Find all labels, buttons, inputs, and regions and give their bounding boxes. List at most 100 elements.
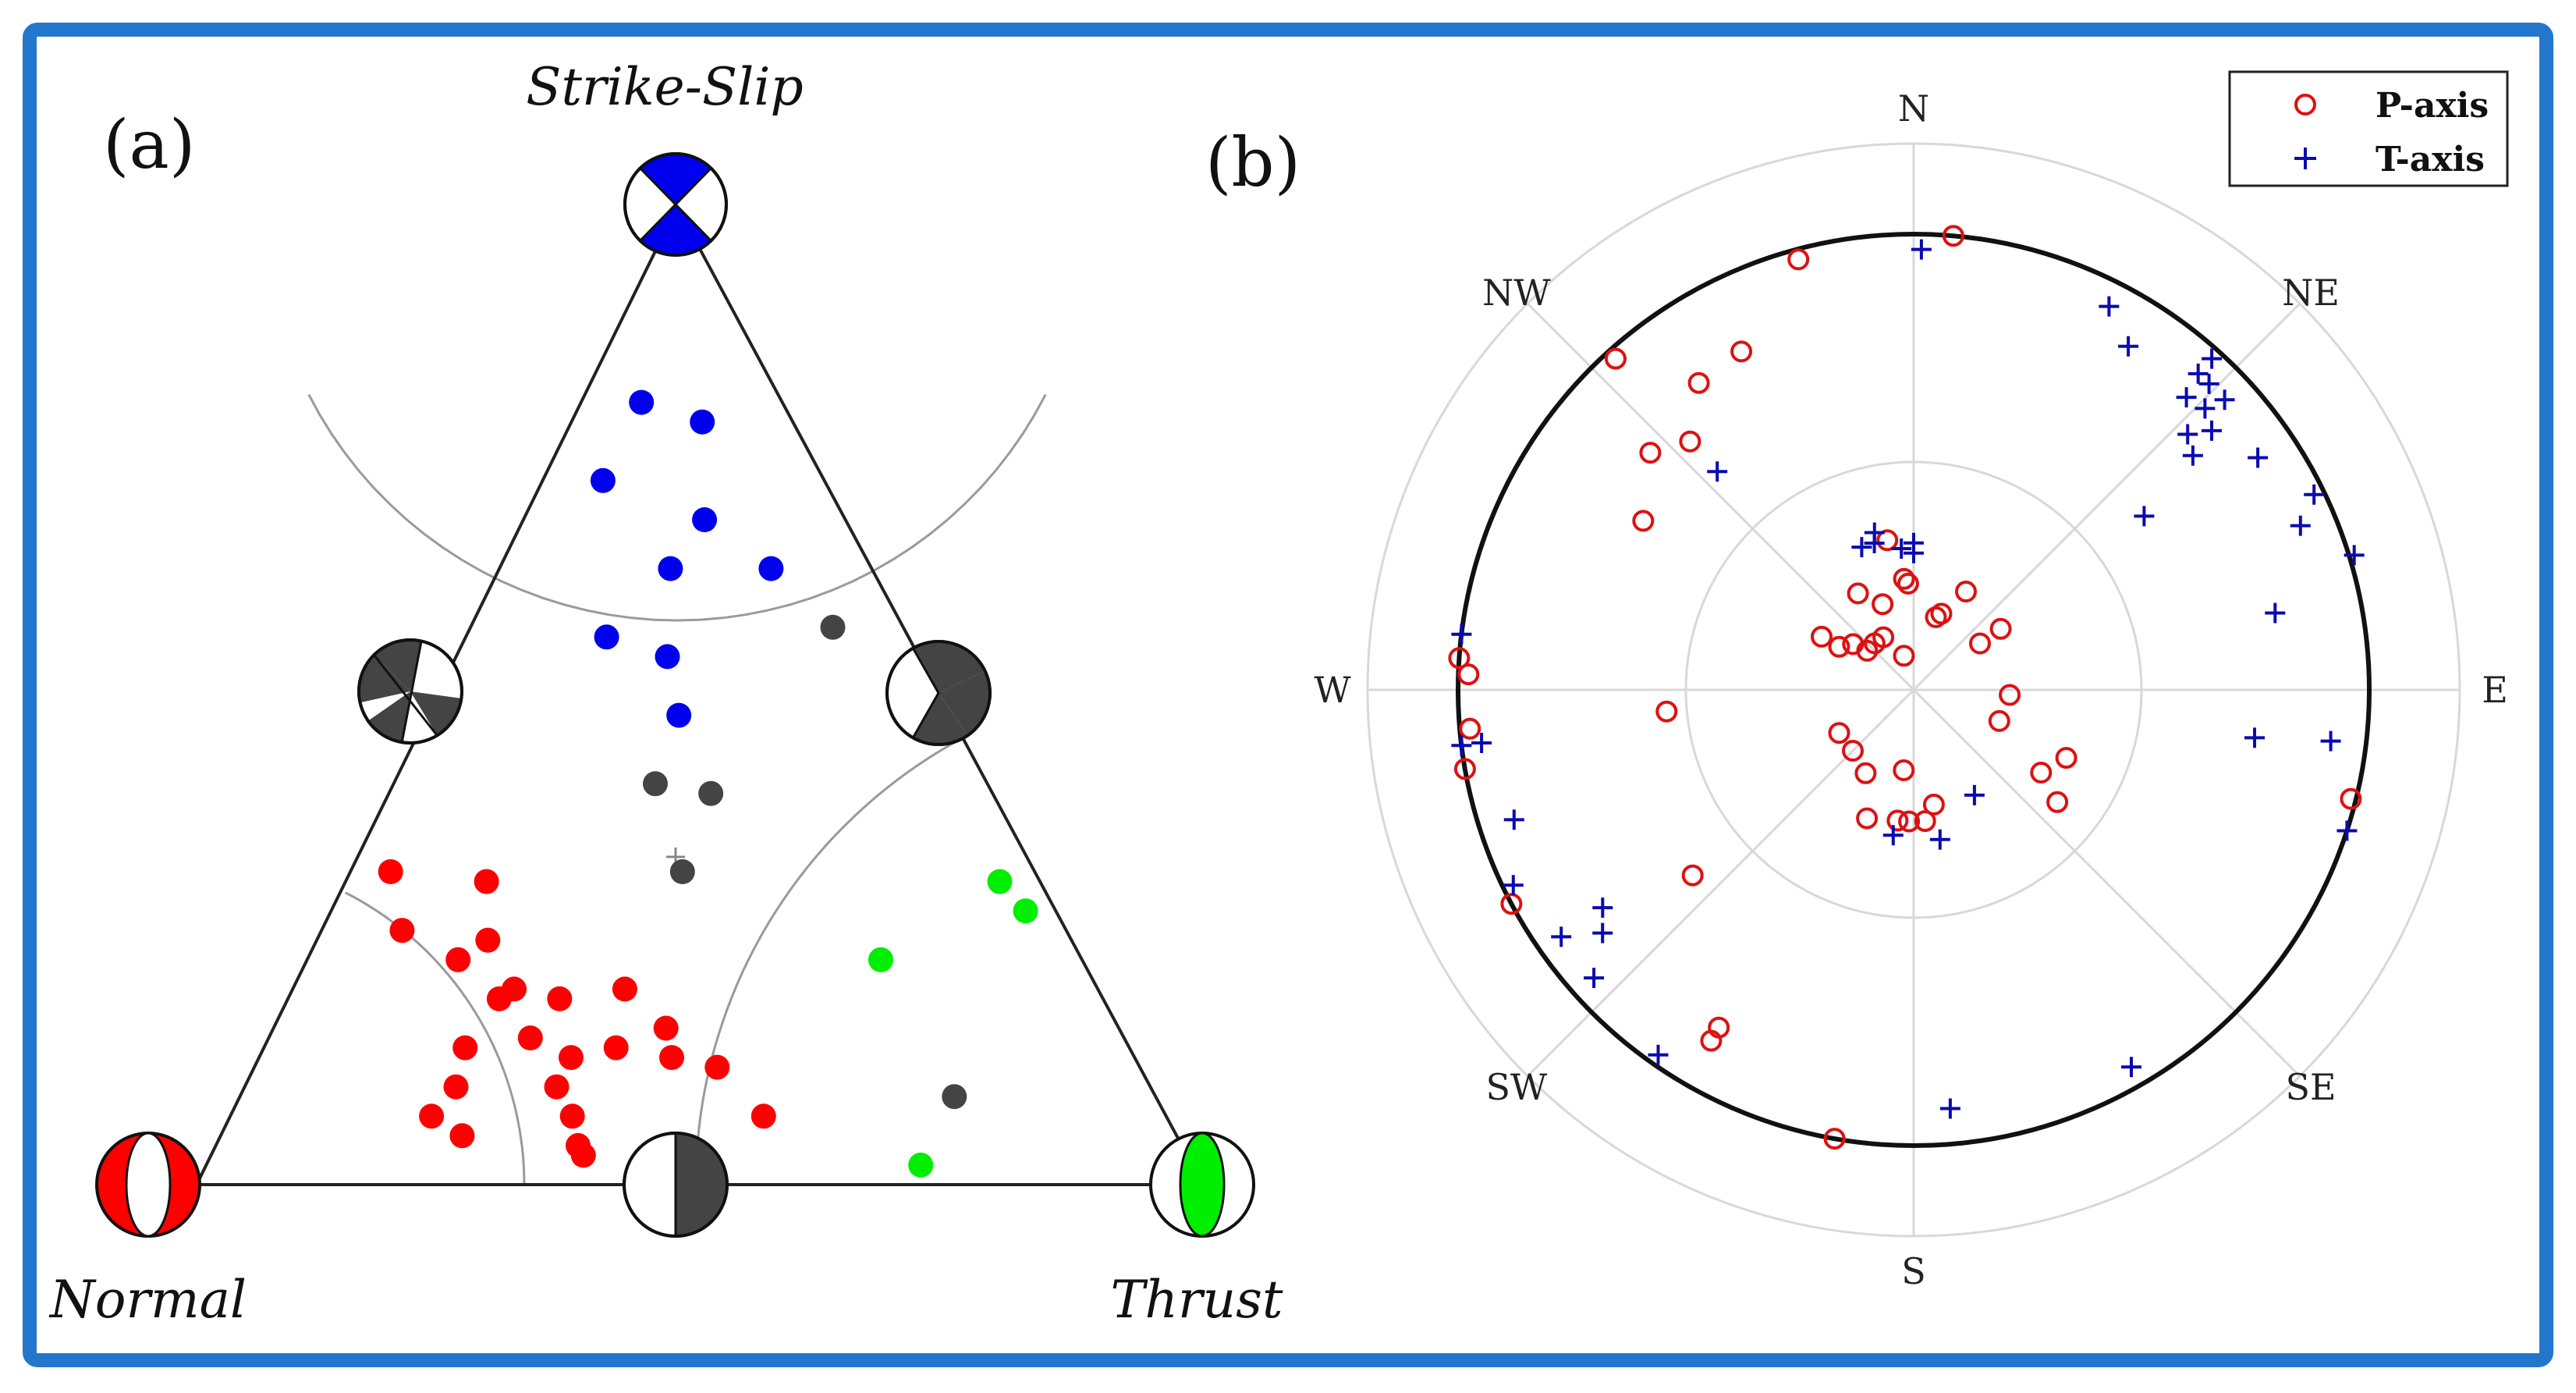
p-axis-point <box>1942 225 1964 247</box>
direction-label-s: S <box>1901 1250 1926 1292</box>
normal-beachball <box>95 1132 201 1238</box>
t-axis-point <box>1904 542 1924 563</box>
p-axis-point <box>1828 722 1850 744</box>
t-axis-point <box>2099 296 2120 317</box>
p-axis-point <box>1872 593 1894 616</box>
t-axis-point <box>2304 484 2325 505</box>
p-axis-point <box>1925 606 1947 628</box>
strike-slip-point <box>758 556 784 581</box>
t-axis-point <box>1882 825 1904 846</box>
normal-point <box>389 918 415 943</box>
t-axis-point <box>1451 735 1472 756</box>
direction-label-se: SE <box>2286 1066 2336 1108</box>
strike-slip-point <box>590 467 616 493</box>
ternary-points <box>378 389 1038 1178</box>
strike-slip-point <box>666 702 692 728</box>
p-axis-point <box>1999 684 2021 706</box>
t-axis-point <box>2336 820 2358 841</box>
t-axis-point <box>1648 1044 1669 1065</box>
p-axis-point <box>1457 663 1480 686</box>
t-axis-point <box>2187 363 2209 384</box>
direction-label-e: E <box>2482 669 2508 711</box>
p-axis-point <box>1893 567 1915 590</box>
oblique-normal-beachball <box>357 638 463 744</box>
thrust-point <box>1013 898 1038 924</box>
thrust-point <box>987 869 1013 894</box>
normal-point <box>452 1035 478 1061</box>
t-axis-point <box>1451 624 1472 645</box>
t-axis-point <box>1707 461 1728 482</box>
panel-b-label: (b) <box>1205 124 1300 202</box>
p-axis-point <box>1787 248 1810 271</box>
p-axis-point <box>1632 510 1655 532</box>
odd-point <box>942 1084 967 1110</box>
axis-points <box>1448 225 2365 1150</box>
thrust-point <box>868 947 893 972</box>
t-axis-point <box>1864 533 1885 553</box>
t-axis-point <box>2265 602 2286 624</box>
t-axis-point <box>1851 537 1872 558</box>
p-axis-point <box>1730 340 1753 363</box>
direction-label-ne: NE <box>2282 272 2340 314</box>
odd-point <box>698 780 724 806</box>
t-axis-point <box>2320 730 2341 752</box>
t-axis-point <box>2198 373 2219 394</box>
ternary-diagram: (a) <box>48 57 1283 1330</box>
p-axis-point <box>2046 791 2069 813</box>
strike-slip-beachball <box>623 152 728 257</box>
p-axis-point <box>1969 632 1991 655</box>
p-axis-point <box>1823 1128 1846 1150</box>
normal-point <box>559 1103 585 1129</box>
strike-slip-boundary <box>307 393 1047 622</box>
t-axis-point <box>2195 398 2216 419</box>
thrust-beachball <box>1149 1132 1255 1238</box>
p-axis-point <box>1886 809 1909 832</box>
normal-label: Normal <box>48 1270 247 1330</box>
odd-point <box>820 614 846 640</box>
t-axis-point <box>2202 348 2223 369</box>
t-axis-point <box>1551 926 1572 947</box>
normal-point <box>544 1074 569 1100</box>
t-axis-point <box>2214 389 2235 410</box>
p-axis-point <box>1655 700 1678 723</box>
p-axis-point <box>1687 371 1710 394</box>
normal-point <box>750 1103 776 1129</box>
normal-point <box>603 1035 629 1061</box>
direction-label-nw: NW <box>1482 272 1551 314</box>
direction-label-w: W <box>1314 669 1351 711</box>
p-axis-point <box>1811 625 1833 648</box>
strike-slip-point <box>690 409 715 435</box>
p-axis-point <box>2340 787 2362 810</box>
p-axis-point <box>1989 617 2012 640</box>
p-axis-point <box>1922 794 1945 816</box>
thrust-boundary <box>694 735 966 1185</box>
normal-point <box>659 1045 684 1071</box>
strike-slip-point <box>692 507 718 532</box>
thrust-point <box>908 1152 934 1178</box>
p-axis-point <box>1828 635 1850 658</box>
p-axis-point <box>1856 807 1879 830</box>
p-axis-point <box>1681 864 1704 887</box>
normal-point <box>566 1132 591 1158</box>
t-axis-point <box>2176 387 2197 408</box>
legend-p-label: P-axis <box>2376 86 2489 126</box>
p-axis-point <box>1448 647 1471 670</box>
t-axis-point <box>2290 515 2311 536</box>
t-axis-point <box>1939 1098 1960 1119</box>
t-axis-point <box>1891 538 1912 559</box>
t-axis-point <box>1503 875 1524 896</box>
t-axis-point <box>1929 829 1950 850</box>
t-axis-point <box>2244 727 2265 748</box>
legend-t-marker <box>2294 147 2316 169</box>
normal-point <box>559 1045 584 1071</box>
p-axis-point <box>1914 810 1936 833</box>
strike-slip-point <box>658 556 683 581</box>
p-axis-point <box>1604 347 1627 370</box>
t-axis-point <box>2121 1057 2141 1078</box>
t-axis-point <box>2344 545 2365 566</box>
p-axis-point <box>1893 645 1915 667</box>
odd-point <box>669 859 695 884</box>
t-axis-point <box>2248 447 2269 468</box>
